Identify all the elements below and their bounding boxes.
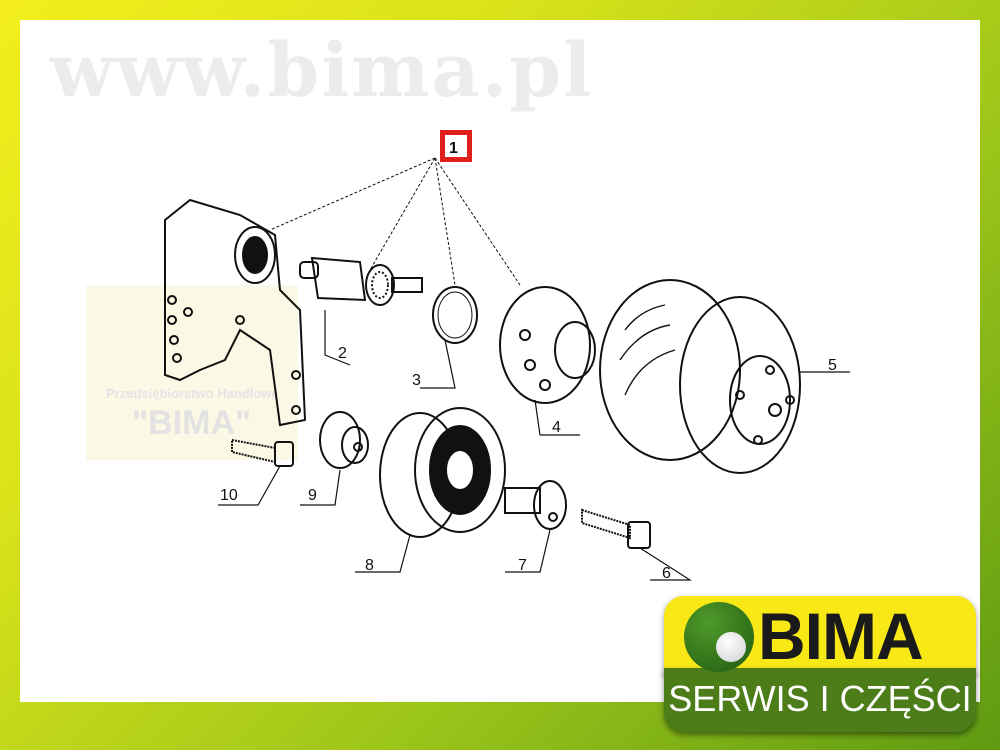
bolt-part-6 xyxy=(581,508,651,549)
callout-leaders xyxy=(218,310,850,581)
spacer-part-7 xyxy=(504,480,567,530)
nut-part-9 xyxy=(319,411,369,469)
callout-9: 9 xyxy=(308,487,317,504)
logo-ball-highlight-icon xyxy=(716,632,746,662)
exploded-parts-diagram: 1 2 3 4 5 6 7 8 9 10 xyxy=(164,130,850,582)
logo-tagline: SERWIS I CZĘŚCI xyxy=(668,678,972,719)
watermark-name: "BIMA" xyxy=(132,404,252,442)
snap-ring-inner xyxy=(437,291,473,339)
leader-lines xyxy=(269,157,521,286)
hub-part-4 xyxy=(499,286,596,404)
shaft-part-2 xyxy=(299,256,423,306)
callout-1-box xyxy=(445,135,467,157)
snap-ring-part-3 xyxy=(432,286,478,344)
diagram-panel: www.bima.pl Przedsiębiorstwo Handlowe "B… xyxy=(20,20,980,702)
callout-7: 7 xyxy=(518,557,527,574)
logo-bottom-band xyxy=(664,668,976,732)
watermark-company: Przedsiębiorstwo Handlowe xyxy=(106,386,279,401)
bima-logo: BIMA SERWIS I CZĘŚCI xyxy=(664,596,976,732)
pulley-part-5 xyxy=(599,279,801,474)
callout-3: 3 xyxy=(412,372,421,389)
callout-8: 8 xyxy=(365,557,374,574)
callout-4: 4 xyxy=(552,419,561,436)
callout-5: 5 xyxy=(828,357,837,374)
callout-6: 6 xyxy=(662,565,671,582)
callout-1: 1 xyxy=(449,140,458,157)
watermark-url: www.bima.pl xyxy=(50,28,594,114)
bolt-part-10 xyxy=(231,438,294,467)
bracket-part xyxy=(164,198,307,427)
callout-2: 2 xyxy=(338,345,347,362)
logo-name: BIMA xyxy=(758,599,924,673)
idler-pulley-part-8 xyxy=(379,407,506,538)
callout-10: 10 xyxy=(220,487,238,504)
